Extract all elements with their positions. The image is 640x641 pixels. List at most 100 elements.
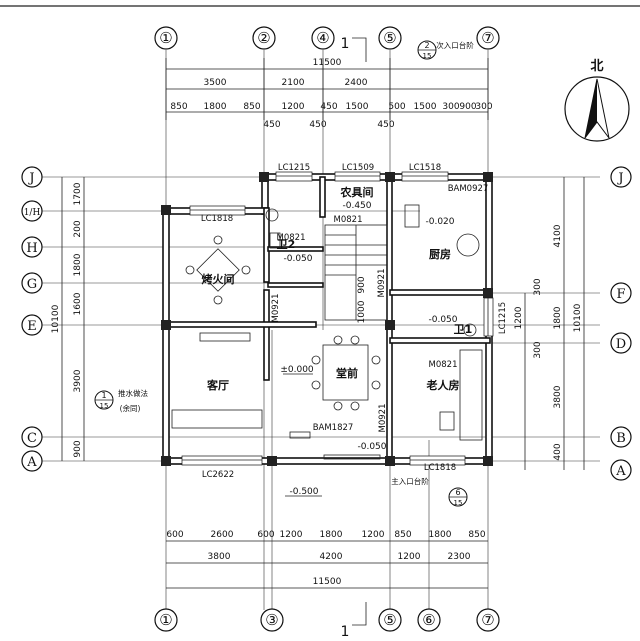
dim-top-fine-3: 850: [243, 102, 260, 112]
dim-top-fine-10: 900: [459, 102, 476, 112]
dim-bottom-fine-1: 600: [166, 530, 183, 540]
dim-top-total: 11500: [313, 58, 342, 68]
axis-right-D: D: [616, 337, 626, 352]
axis-markers-bottom: ① ③ ⑤ ⑥ ⑦: [154, 608, 500, 632]
dim-top-small-2: 450: [309, 120, 326, 130]
section-markers: 1 1: [341, 36, 367, 640]
axis-bottom-6: ⑥: [422, 611, 435, 629]
dim-left-1: 1700: [73, 182, 83, 205]
dim-bottom-fine-5: 1800: [320, 530, 343, 540]
dim-bottom-fine-8: 1800: [429, 530, 452, 540]
detail-left-text2: (余同): [120, 403, 141, 413]
dim-left-total: 10100: [51, 304, 61, 333]
dim-right-fine-4: 3800: [553, 385, 563, 408]
dim-inner-900: 900: [357, 276, 367, 293]
axis-right-F: F: [616, 287, 625, 302]
axis-top-5: ⑤: [383, 29, 396, 47]
detail-left-num: 1: [101, 391, 106, 400]
axis-left-A: A: [26, 455, 37, 470]
room-wc1: 卫1: [454, 323, 473, 336]
detail-top-text: 次入口台阶: [436, 40, 474, 50]
staircase: [324, 224, 388, 321]
axis-left-E: E: [27, 319, 37, 334]
dim-top-fine-2: 1800: [204, 102, 227, 112]
top-dimensions: 11500 3500 2100 2400 850 1800 850 1200 4…: [165, 58, 493, 130]
axis-top-2: ②: [257, 29, 270, 47]
dim-left-2: 200: [73, 220, 83, 237]
axis-right-A: A: [615, 464, 626, 479]
dim-top-small-3: 450: [377, 120, 394, 130]
dim-right-mid-1: 4100: [553, 224, 563, 247]
dim-bottom-mid-3: 1200: [398, 552, 421, 562]
axis-top-4: ④: [316, 29, 329, 47]
axis-bottom-1: ①: [159, 611, 172, 629]
axis-left-1H: 1/H: [24, 208, 41, 218]
section-bottom: 1: [341, 624, 350, 640]
axis-markers-top: ① ② ④ ⑤ ⑦: [154, 26, 500, 50]
elevation-marks: -0.450 -0.050 -0.020 ±0.000 -0.050 -0.05…: [280, 201, 457, 497]
room-elder: 老人房: [426, 378, 460, 392]
code-lc1818-bottom: LC1818: [424, 463, 456, 473]
detail-left-text1: 推水做法: [118, 388, 148, 398]
code-m0821-elder: M0821: [429, 360, 458, 370]
axis-right-J: J: [616, 171, 623, 186]
dim-bottom-fine-3: 600: [257, 530, 274, 540]
dim-top-mid-3: 2400: [345, 78, 368, 88]
axis-bottom-7: ⑦: [481, 611, 494, 629]
axis-right-B: B: [616, 431, 626, 446]
detail-callouts: 2 15 次入口台阶 1 15 推水做法 (余同) 6 15 主入口台阶: [94, 40, 474, 507]
dim-top-fine-8: 1500: [414, 102, 437, 112]
detail-bottom-num: 6: [455, 488, 460, 497]
dim-bottom-mid-4: 2300: [448, 552, 471, 562]
north-label: 北: [590, 59, 603, 74]
axis-left-G: G: [27, 277, 37, 292]
dim-top-fine-7: 500: [388, 102, 405, 112]
walls: [161, 172, 493, 466]
axis-markers-left: J 1/H H G E C A: [21, 166, 43, 472]
windows: [181, 171, 494, 466]
dim-bottom-fine-6: 1200: [362, 530, 385, 540]
dim-top-mid-1: 3500: [204, 78, 227, 88]
detail-top-den: 15: [423, 52, 432, 60]
inner-dimensions: 900 1000: [357, 276, 367, 323]
axis-top-7: ⑦: [481, 29, 494, 47]
dim-left-4: 1600: [73, 292, 83, 315]
room-fire: 烤火间: [202, 272, 235, 286]
dim-bottom-mid-2: 4200: [320, 552, 343, 562]
room-dining: 堂前: [336, 366, 358, 380]
dim-inner-1000: 1000: [357, 300, 367, 323]
axis-left-C: C: [27, 431, 37, 446]
room-labels: 农具间 厨房 卫2 卫1 烤火间 堂前 客厅 老人房: [202, 185, 473, 392]
grid-lines-vertical: [165, 50, 489, 610]
room-kitchen: 厨房: [429, 247, 451, 261]
code-m0821-farm: M0821: [334, 215, 363, 225]
detail-bottom-den: 15: [454, 499, 463, 507]
dim-bottom-total: 11500: [313, 577, 342, 587]
detail-left-den: 15: [100, 402, 109, 410]
axis-bottom-3: ③: [265, 611, 278, 629]
code-lc1215-top: LC1215: [278, 163, 310, 173]
code-lc1509: LC1509: [342, 163, 374, 173]
elev-porch: -0.050: [357, 442, 386, 452]
dim-right-mid-2: 1800: [553, 306, 563, 329]
elev-wc2: -0.050: [283, 254, 312, 264]
right-dimensions: 1200 300 300 3800 400 4100 1800 10100: [514, 177, 585, 470]
code-lc1518: LC1518: [409, 163, 441, 173]
dim-top-fine-4: 1200: [282, 102, 305, 112]
room-living: 客厅: [206, 378, 229, 392]
dim-bottom-fine-9: 850: [468, 530, 485, 540]
code-lc1818-left: LC1818: [201, 214, 233, 224]
code-bam0927: BAM0927: [448, 184, 489, 194]
dim-bottom-fine-2: 2600: [211, 530, 234, 540]
code-lc2622: LC2622: [202, 470, 234, 480]
dim-right-fine-3: 300: [533, 341, 543, 358]
dim-right-total: 10100: [573, 303, 583, 332]
detail-top-num: 2: [424, 41, 429, 50]
dim-top-small-1: 450: [263, 120, 280, 130]
elev-kitchen: -0.020: [425, 217, 454, 227]
dim-bottom-mid-1: 3800: [208, 552, 231, 562]
dim-left-6: 900: [73, 440, 83, 457]
code-m0821-wc2: M0821: [277, 233, 306, 243]
dim-bottom-fine-7: 850: [394, 530, 411, 540]
